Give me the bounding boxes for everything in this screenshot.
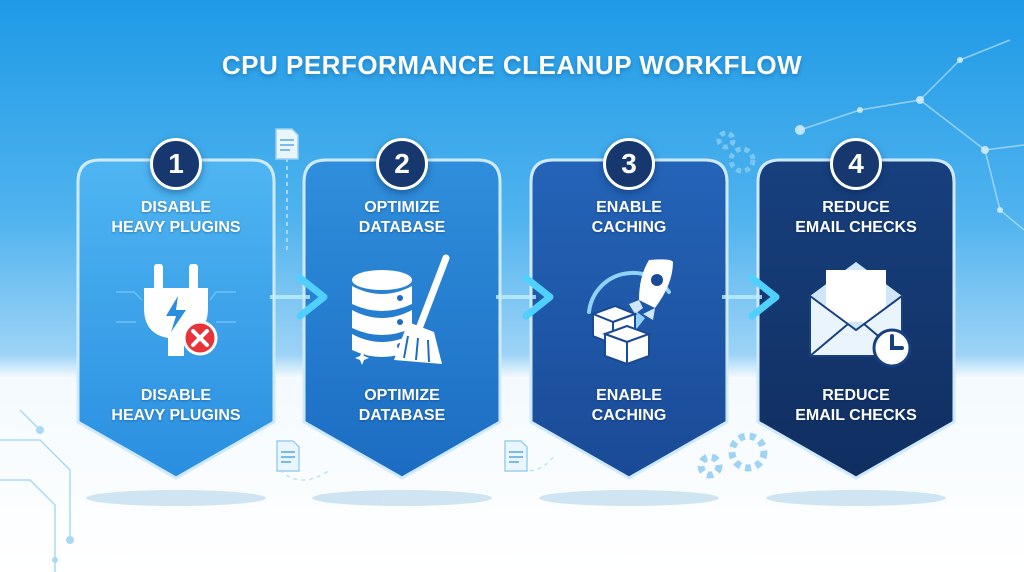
document-icon	[276, 440, 300, 472]
step-caption: OPTIMIZE DATABASE	[358, 387, 446, 424]
step-card-4: 4 REDUCE EMAIL CHECKS REDUCE EMAIL CHECK…	[756, 138, 956, 480]
arrow-right-icon	[722, 274, 780, 320]
document-icon	[504, 440, 528, 472]
step-title: OPTIMIZE DATABASE	[358, 199, 446, 236]
step-caption: ENABLE CACHING	[591, 387, 667, 424]
step-title: ENABLE CACHING	[591, 199, 667, 236]
rocket-boxes-icon	[587, 259, 673, 366]
step-number-badge: 3	[603, 138, 655, 190]
step-caption: DISABLE HEAVY PLUGINS	[111, 387, 241, 424]
arrow-right-icon	[270, 274, 328, 320]
database-broom-icon	[352, 254, 450, 365]
gear-icon	[716, 130, 756, 174]
plug-disabled-icon	[116, 264, 236, 356]
step-title: DISABLE HEAVY PLUGINS	[111, 199, 241, 236]
step-card-3: 3 ENABLE CACHING ENABLE CACHING	[529, 138, 729, 480]
step-number-badge: 1	[150, 138, 202, 190]
page-title: CPU PERFORMANCE CLEANUP WORKFLOW	[221, 50, 803, 80]
arrow-right-icon	[496, 274, 554, 320]
step-caption: REDUCE EMAIL CHECKS	[795, 387, 917, 424]
step-card-1: 1 DISABLE HEAVY PLUGINS DISABLE HEAVY PL…	[76, 138, 276, 480]
envelope-clock-icon	[809, 262, 912, 368]
step-card-2: 2 OPTIMIZE DATABASE OPTIMIZE DATABASE	[302, 138, 502, 480]
step-number-badge: 4	[830, 138, 882, 190]
step-number-badge: 2	[376, 138, 428, 190]
document-icon	[275, 128, 299, 160]
step-title: REDUCE EMAIL CHECKS	[795, 199, 917, 236]
gear-icon	[697, 432, 768, 479]
